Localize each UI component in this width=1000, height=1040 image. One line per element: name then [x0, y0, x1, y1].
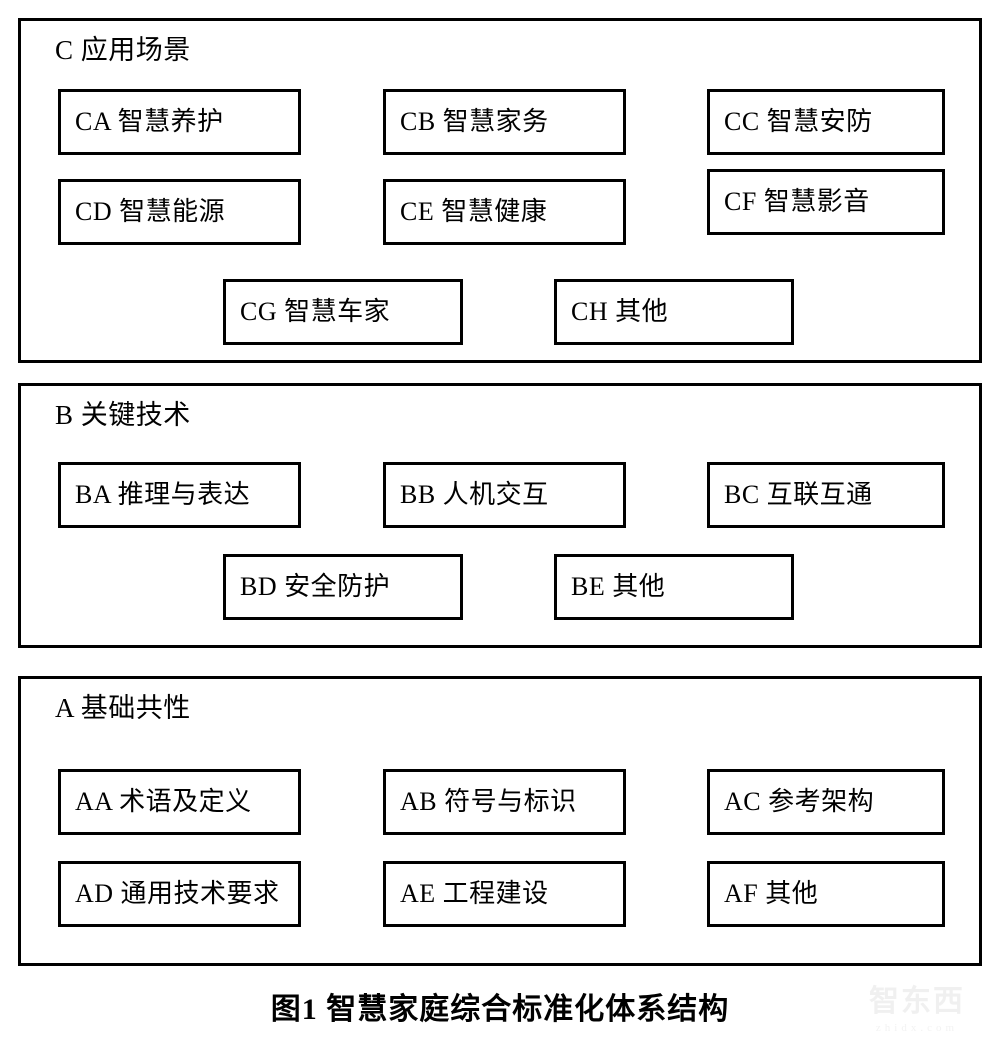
figure-caption: 图1 智慧家庭综合标准化体系结构 — [270, 993, 730, 1026]
item-ac: AC 参考架构 — [707, 769, 945, 835]
section-panel-c: C 应用场景 CA 智慧养护 CB 智慧家务 CC 智慧安防 CD 智慧能源 C… — [18, 18, 982, 363]
section-panel-b: B 关键技术 BA 推理与表达 BB 人机交互 BC 互联互通 BD 安全防护 … — [18, 383, 982, 648]
item-aa: AA 术语及定义 — [58, 769, 301, 835]
item-cc: CC 智慧安防 — [707, 89, 945, 155]
item-af: AF 其他 — [707, 861, 945, 927]
item-bc: BC 互联互通 — [707, 462, 945, 528]
item-ba: BA 推理与表达 — [58, 462, 301, 528]
item-cb: CB 智慧家务 — [383, 89, 626, 155]
item-ca: CA 智慧养护 — [58, 89, 301, 155]
item-bb: BB 人机交互 — [383, 462, 626, 528]
item-ad: AD 通用技术要求 — [58, 861, 301, 927]
section-title-b: B 关键技术 — [55, 400, 191, 430]
item-be: BE 其他 — [554, 554, 794, 620]
item-ab: AB 符号与标识 — [383, 769, 626, 835]
item-cf: CF 智慧影音 — [707, 169, 945, 235]
item-cg: CG 智慧车家 — [223, 279, 463, 345]
item-ch: CH 其他 — [554, 279, 794, 345]
item-cd: CD 智慧能源 — [58, 179, 301, 245]
section-title-c: C 应用场景 — [55, 35, 191, 65]
item-bd: BD 安全防护 — [223, 554, 463, 620]
section-title-a: A 基础共性 — [55, 693, 191, 723]
section-panel-a: A 基础共性 AA 术语及定义 AB 符号与标识 AC 参考架构 AD 通用技术… — [18, 676, 982, 966]
item-ce: CE 智慧健康 — [383, 179, 626, 245]
item-ae: AE 工程建设 — [383, 861, 626, 927]
